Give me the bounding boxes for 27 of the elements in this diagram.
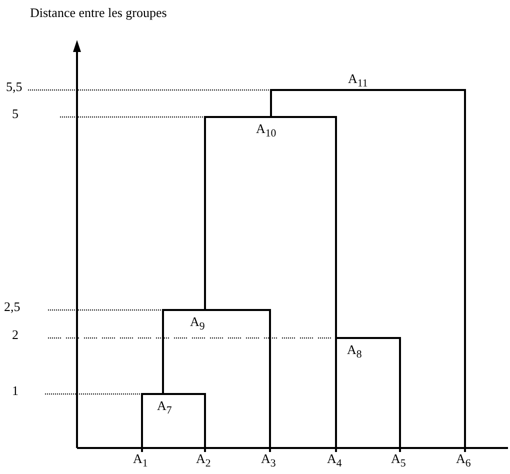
dendrogram-link [269, 310, 271, 452]
dendrogram-link [270, 90, 272, 117]
tick-label: 5 [12, 107, 18, 121]
tick-label: 1 [12, 384, 18, 398]
dendrogram-link [141, 394, 143, 452]
merge-node: A$_{11}$ [270, 70, 466, 91]
merge-node: A$_{10}$ [204, 116, 337, 140]
merge-node: A$_{7}$ [141, 393, 206, 417]
dendrogram-link [399, 338, 401, 452]
dendrogram-link [335, 117, 337, 338]
dendrogram-link [335, 338, 337, 452]
tick-label: 2 [12, 328, 18, 342]
dendrogram-link [162, 310, 164, 394]
leaf-label: A$_{1}$ [133, 452, 148, 471]
dendrogram-link [204, 117, 206, 310]
leaf-label: A$_{6}$ [456, 452, 471, 471]
merge-node: A$_{9}$ [162, 309, 271, 333]
merge-node: A$_{8}$ [335, 337, 401, 361]
leaf-label: A$_{5}$ [391, 452, 406, 471]
axis-title: Distance entre les groupes [30, 6, 167, 20]
dendrogram-link [204, 394, 206, 452]
dendrogram-link [464, 90, 466, 452]
leaf-label: A$_{2}$ [196, 452, 211, 471]
leaf-label: A$_{4}$ [327, 452, 342, 471]
tick-label: 2,5 [4, 300, 20, 314]
leaf-label: A$_{3}$ [261, 452, 276, 471]
tick-label: 5,5 [6, 80, 22, 94]
